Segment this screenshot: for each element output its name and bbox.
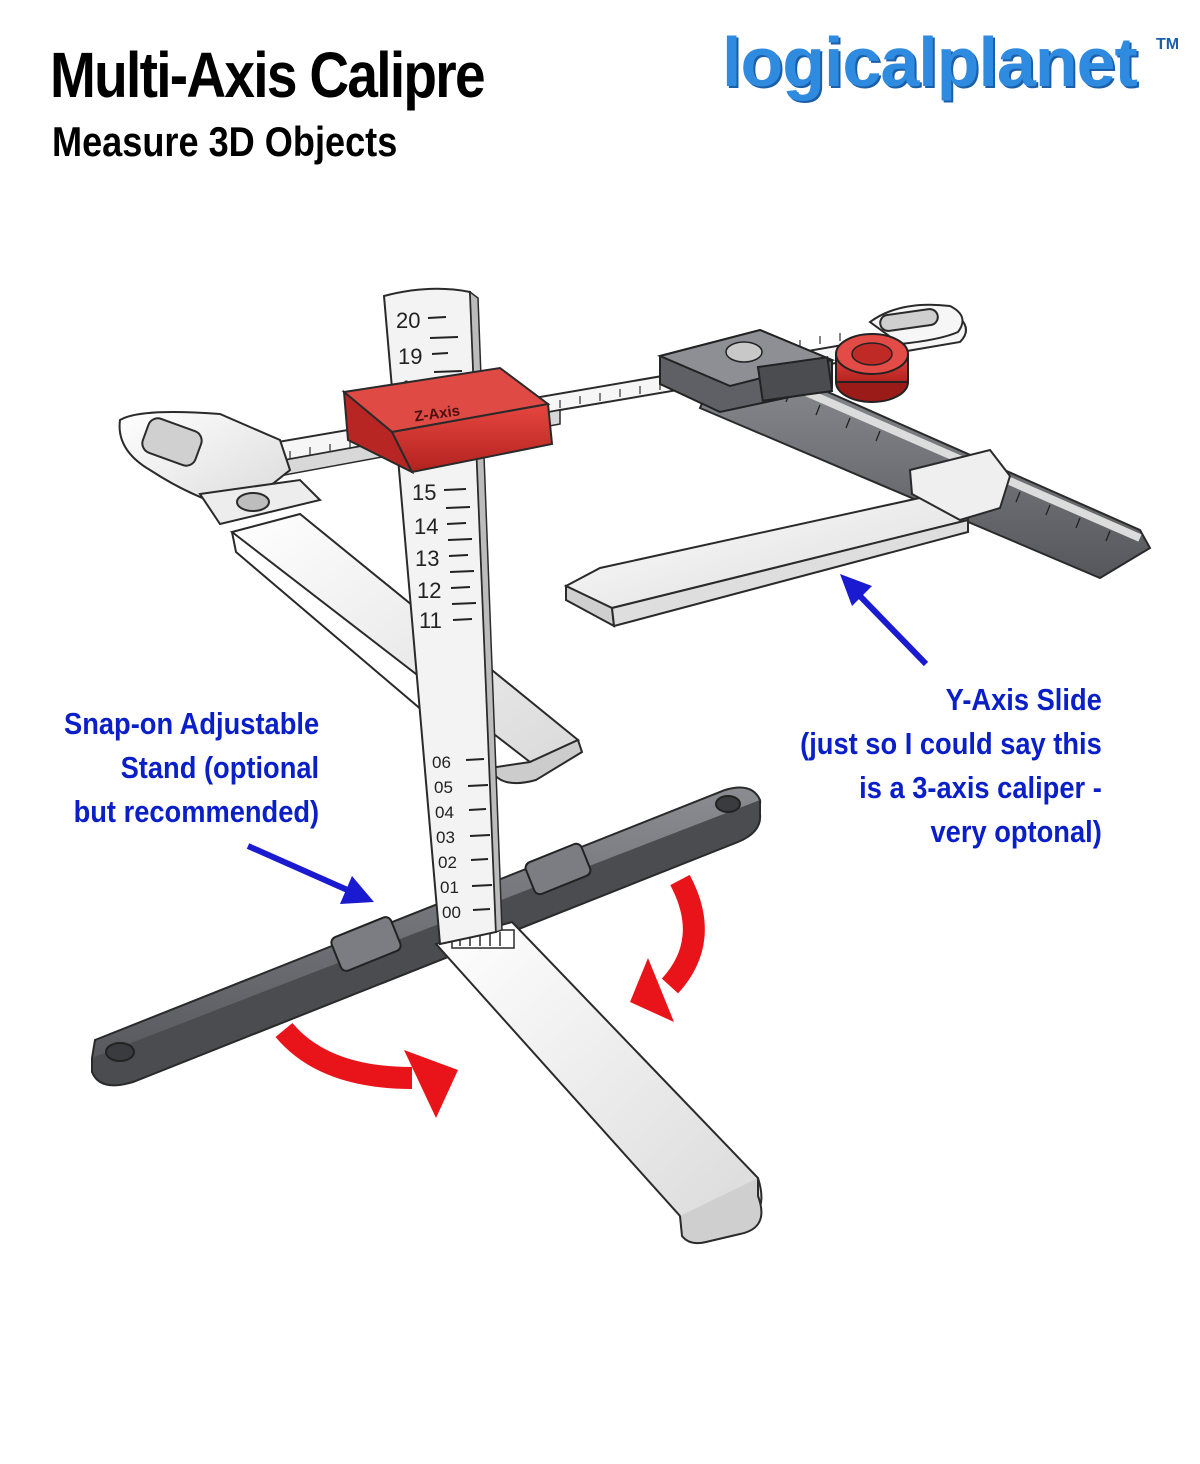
y-axis-slide [563,448,1012,628]
z-scale-label-03: 03 [436,828,455,847]
left-hinge-arm [118,411,322,526]
stand-callout: Snap-on Adjustable Stand (optional but r… [64,702,319,834]
z-scale-label-12: 12 [417,578,441,603]
y-slide-callout-line-1: Y-Axis Slide [945,682,1102,717]
z-scale-label-11: 11 [419,608,442,633]
z-scale-label-06: 06 [432,753,451,772]
z-scale-label-04: 04 [435,803,454,822]
z-scale-label-05: 05 [434,778,453,797]
z-scale-label-00: 00 [442,903,461,922]
stand-callout-line-1: Snap-on Adjustable [64,706,320,741]
z-scale-label-20: 20 [396,308,420,333]
z-scale-label-13: 13 [415,546,439,571]
x-axis-clamp [656,328,836,414]
y-slide-pointer-arrow [840,574,929,667]
z-axis-block-label: Z-Axis [413,402,461,425]
page-subtitle: Measure 3D Objects [52,118,398,165]
trademark-mark: TM [1156,36,1180,53]
y-slide-callout-line-3: is a 3-axis caliper - [859,770,1102,805]
stand-callout-line-2: Stand (optional [120,750,320,785]
stand-pointer-arrow [246,843,374,904]
rotation-arrow-left [275,1022,458,1118]
y-slide-callout-line-4: very optonal) [930,814,1102,849]
y-slide-callout: Y-Axis Slide (just so I could say this i… [800,678,1102,854]
brand-logo: logicalplanet [722,23,1138,101]
z-axis-slider-block: Z-Axis [341,366,554,475]
red-thumb-knob [835,333,909,403]
rotation-arrow-right [630,874,705,1022]
z-scale-label-02: 02 [438,853,457,872]
stand-white-leg [434,920,763,1245]
y-slide-callout-line-2: (just so I could say this [800,726,1102,761]
stand-dark-bar [90,786,762,1087]
stand-callout-line-3: but recommended) [73,794,320,829]
z-scale-label-15: 15 [412,480,436,505]
z-scale-label-19: 19 [398,344,422,369]
page-title: Multi-Axis Calipre [50,39,486,111]
z-scale-label-14: 14 [414,514,438,539]
z-scale-label-01: 01 [440,878,459,897]
